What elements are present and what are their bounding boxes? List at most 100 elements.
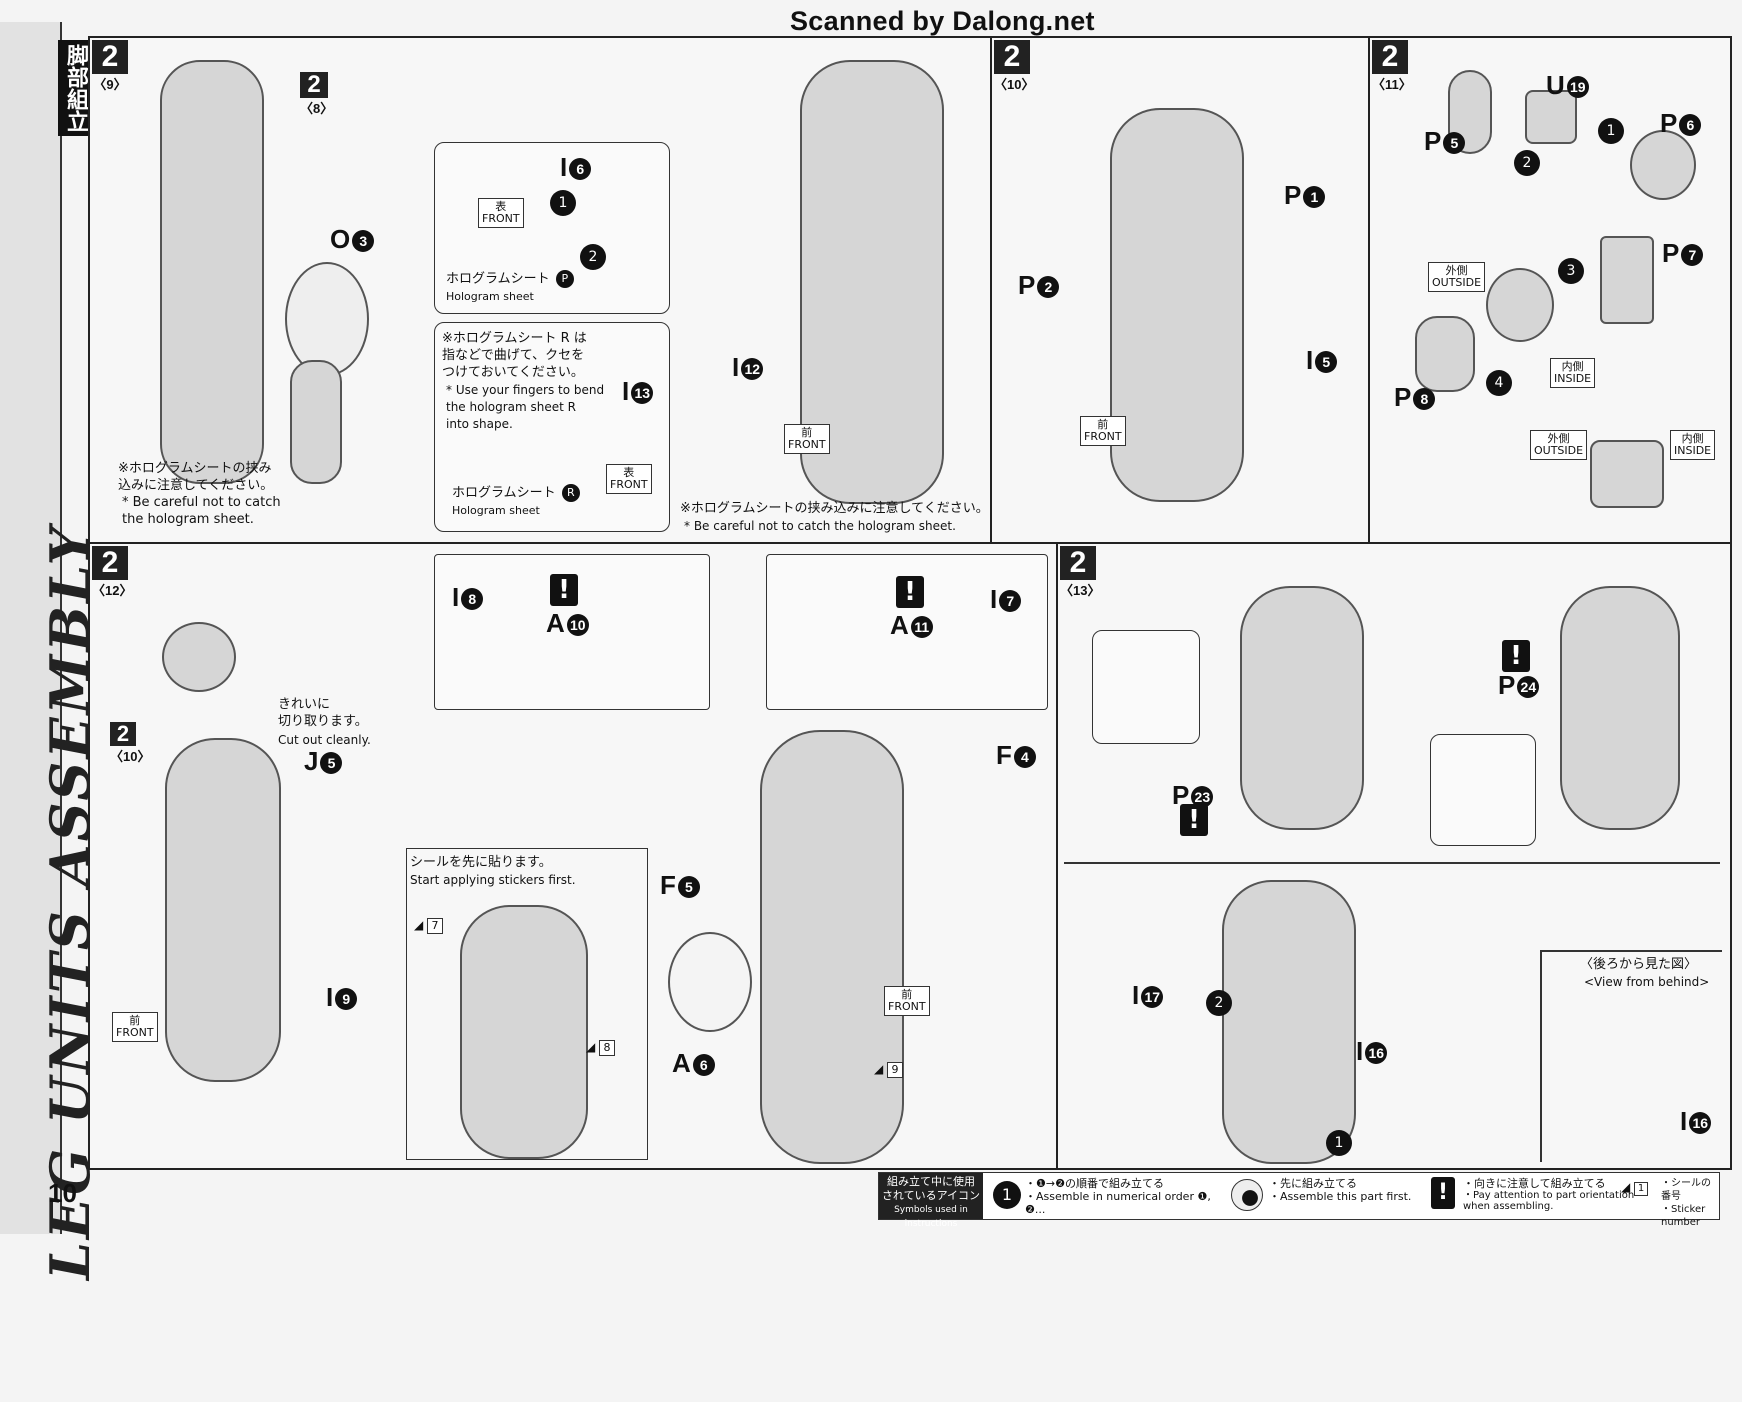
- part-number: 19: [1566, 76, 1589, 99]
- part-letter: F: [660, 870, 676, 900]
- order-marker: 1: [1326, 1130, 1352, 1156]
- note-jp: ホログラムシート: [446, 271, 550, 287]
- note-hologram-catch-en: * Be careful not to catch the hologram s…: [122, 495, 281, 527]
- legend-first: ・先に組み立てる ・Assemble this part first.: [1231, 1173, 1421, 1223]
- disc-part-drawing: [668, 932, 752, 1032]
- note-cut-en: Cut out cleanly.: [278, 733, 371, 747]
- part-letter: I: [1306, 345, 1314, 375]
- part-letter: I: [326, 982, 334, 1012]
- sticker-box: 1: [1634, 1182, 1649, 1196]
- step-number: 2: [92, 546, 128, 580]
- leg-frame-drawing: [160, 60, 264, 484]
- sidebar: [0, 22, 62, 1234]
- note-bend-jp: ※ホログラムシート R は 指などで曲げて、クセを つけておいてください。: [442, 331, 587, 380]
- legend-title-en: Symbols used in instructions: [894, 1205, 968, 1229]
- part-number: 6: [569, 158, 592, 181]
- part-number: 4: [1013, 746, 1036, 769]
- step-sub: 〈10〉: [994, 77, 1035, 92]
- warning-icon: !: [1502, 640, 1530, 672]
- order-marker: 4: [1486, 370, 1512, 396]
- chip-jp: 内側: [1561, 360, 1584, 373]
- leg-frame-drawing: [460, 905, 588, 1159]
- part-number: 3: [352, 230, 375, 253]
- joint-part-drawing: [1415, 316, 1475, 392]
- part-letter: P: [1498, 670, 1516, 700]
- step-number: 2: [1372, 40, 1408, 74]
- part-number: 6: [1679, 114, 1702, 137]
- part-letter: J: [304, 746, 319, 776]
- part-number: 5: [1443, 132, 1466, 155]
- chip-jp: 前: [801, 426, 813, 439]
- step-sub: 〈13〉: [1060, 583, 1101, 598]
- inset-p23: [1092, 630, 1200, 744]
- chip-en: FRONT: [888, 1000, 926, 1013]
- warning-icon: !: [1431, 1177, 1455, 1209]
- step-sub: 〈8〉: [300, 101, 334, 116]
- step-number: 2: [300, 72, 328, 98]
- note-behind-en: <View from behind>: [1584, 975, 1710, 989]
- part-letter: I: [1132, 980, 1140, 1010]
- order-icon: 1: [993, 1181, 1021, 1209]
- leg-frame-drawing: [1560, 586, 1680, 830]
- inset-sticker: [406, 848, 648, 1160]
- part-number: 5: [1315, 351, 1338, 374]
- note-en: Hologram sheet: [446, 290, 534, 303]
- legend-order-jp: ・❶→❷の順番で組み立てる: [1025, 1177, 1164, 1190]
- part-number: 8: [461, 588, 484, 611]
- order-marker: 2: [1206, 990, 1232, 1016]
- order-marker: 2: [580, 244, 606, 270]
- note-cut-jp: きれいに 切り取ります。: [278, 697, 368, 729]
- step-sub: 〈9〉: [93, 77, 127, 92]
- leg-frame-drawing: [1240, 586, 1364, 830]
- part-letter: O: [330, 224, 351, 254]
- chip-jp: 表: [495, 200, 507, 213]
- chip-en: FRONT: [1084, 430, 1122, 443]
- ring-part-drawing: [285, 262, 369, 376]
- note-sticker-jp: シールを先に貼ります。: [410, 855, 552, 870]
- part-letter: P: [1660, 108, 1678, 138]
- step-sub: 〈11〉: [1372, 77, 1412, 92]
- joint-part-drawing: [1600, 236, 1654, 324]
- part-letter: P: [1662, 238, 1680, 268]
- note-hologram-catch-jp: ※ホログラムシートの挟み 込みに注意してください。: [118, 461, 274, 493]
- part-letter: I: [560, 152, 568, 182]
- part-number: 13: [631, 382, 654, 405]
- sticker-number: ◢ 7: [414, 918, 444, 934]
- hologram-mark: R: [561, 484, 580, 502]
- part-letter: F: [996, 740, 1012, 770]
- part-number: 11: [910, 616, 933, 639]
- order-marker: 1: [1598, 118, 1624, 144]
- chip-en: INSIDE: [1674, 444, 1712, 457]
- page-number: 10: [48, 1178, 77, 1208]
- chip-en: OUTSIDE: [1432, 276, 1482, 289]
- legend-first-en: ・Assemble this part first.: [1269, 1190, 1412, 1203]
- part-number: 24: [1517, 676, 1540, 699]
- joint-part-drawing: [1525, 90, 1577, 144]
- step-number: 2: [1060, 546, 1096, 580]
- chip-en: FRONT: [482, 212, 520, 225]
- sticker-box: 8: [599, 1040, 616, 1056]
- leg-frame-drawing: [165, 738, 281, 1082]
- part-letter: I: [1356, 1036, 1364, 1066]
- part-letter: P: [1394, 382, 1412, 412]
- step-marker-9: 2 〈9〉: [92, 40, 128, 93]
- step-marker-13: 2 〈13〉: [1060, 546, 1100, 599]
- leg-frame-drawing: [760, 730, 904, 1164]
- symbol-legend: 組み立て中に使用 されているアイコン Symbols used in instr…: [878, 1172, 1720, 1229]
